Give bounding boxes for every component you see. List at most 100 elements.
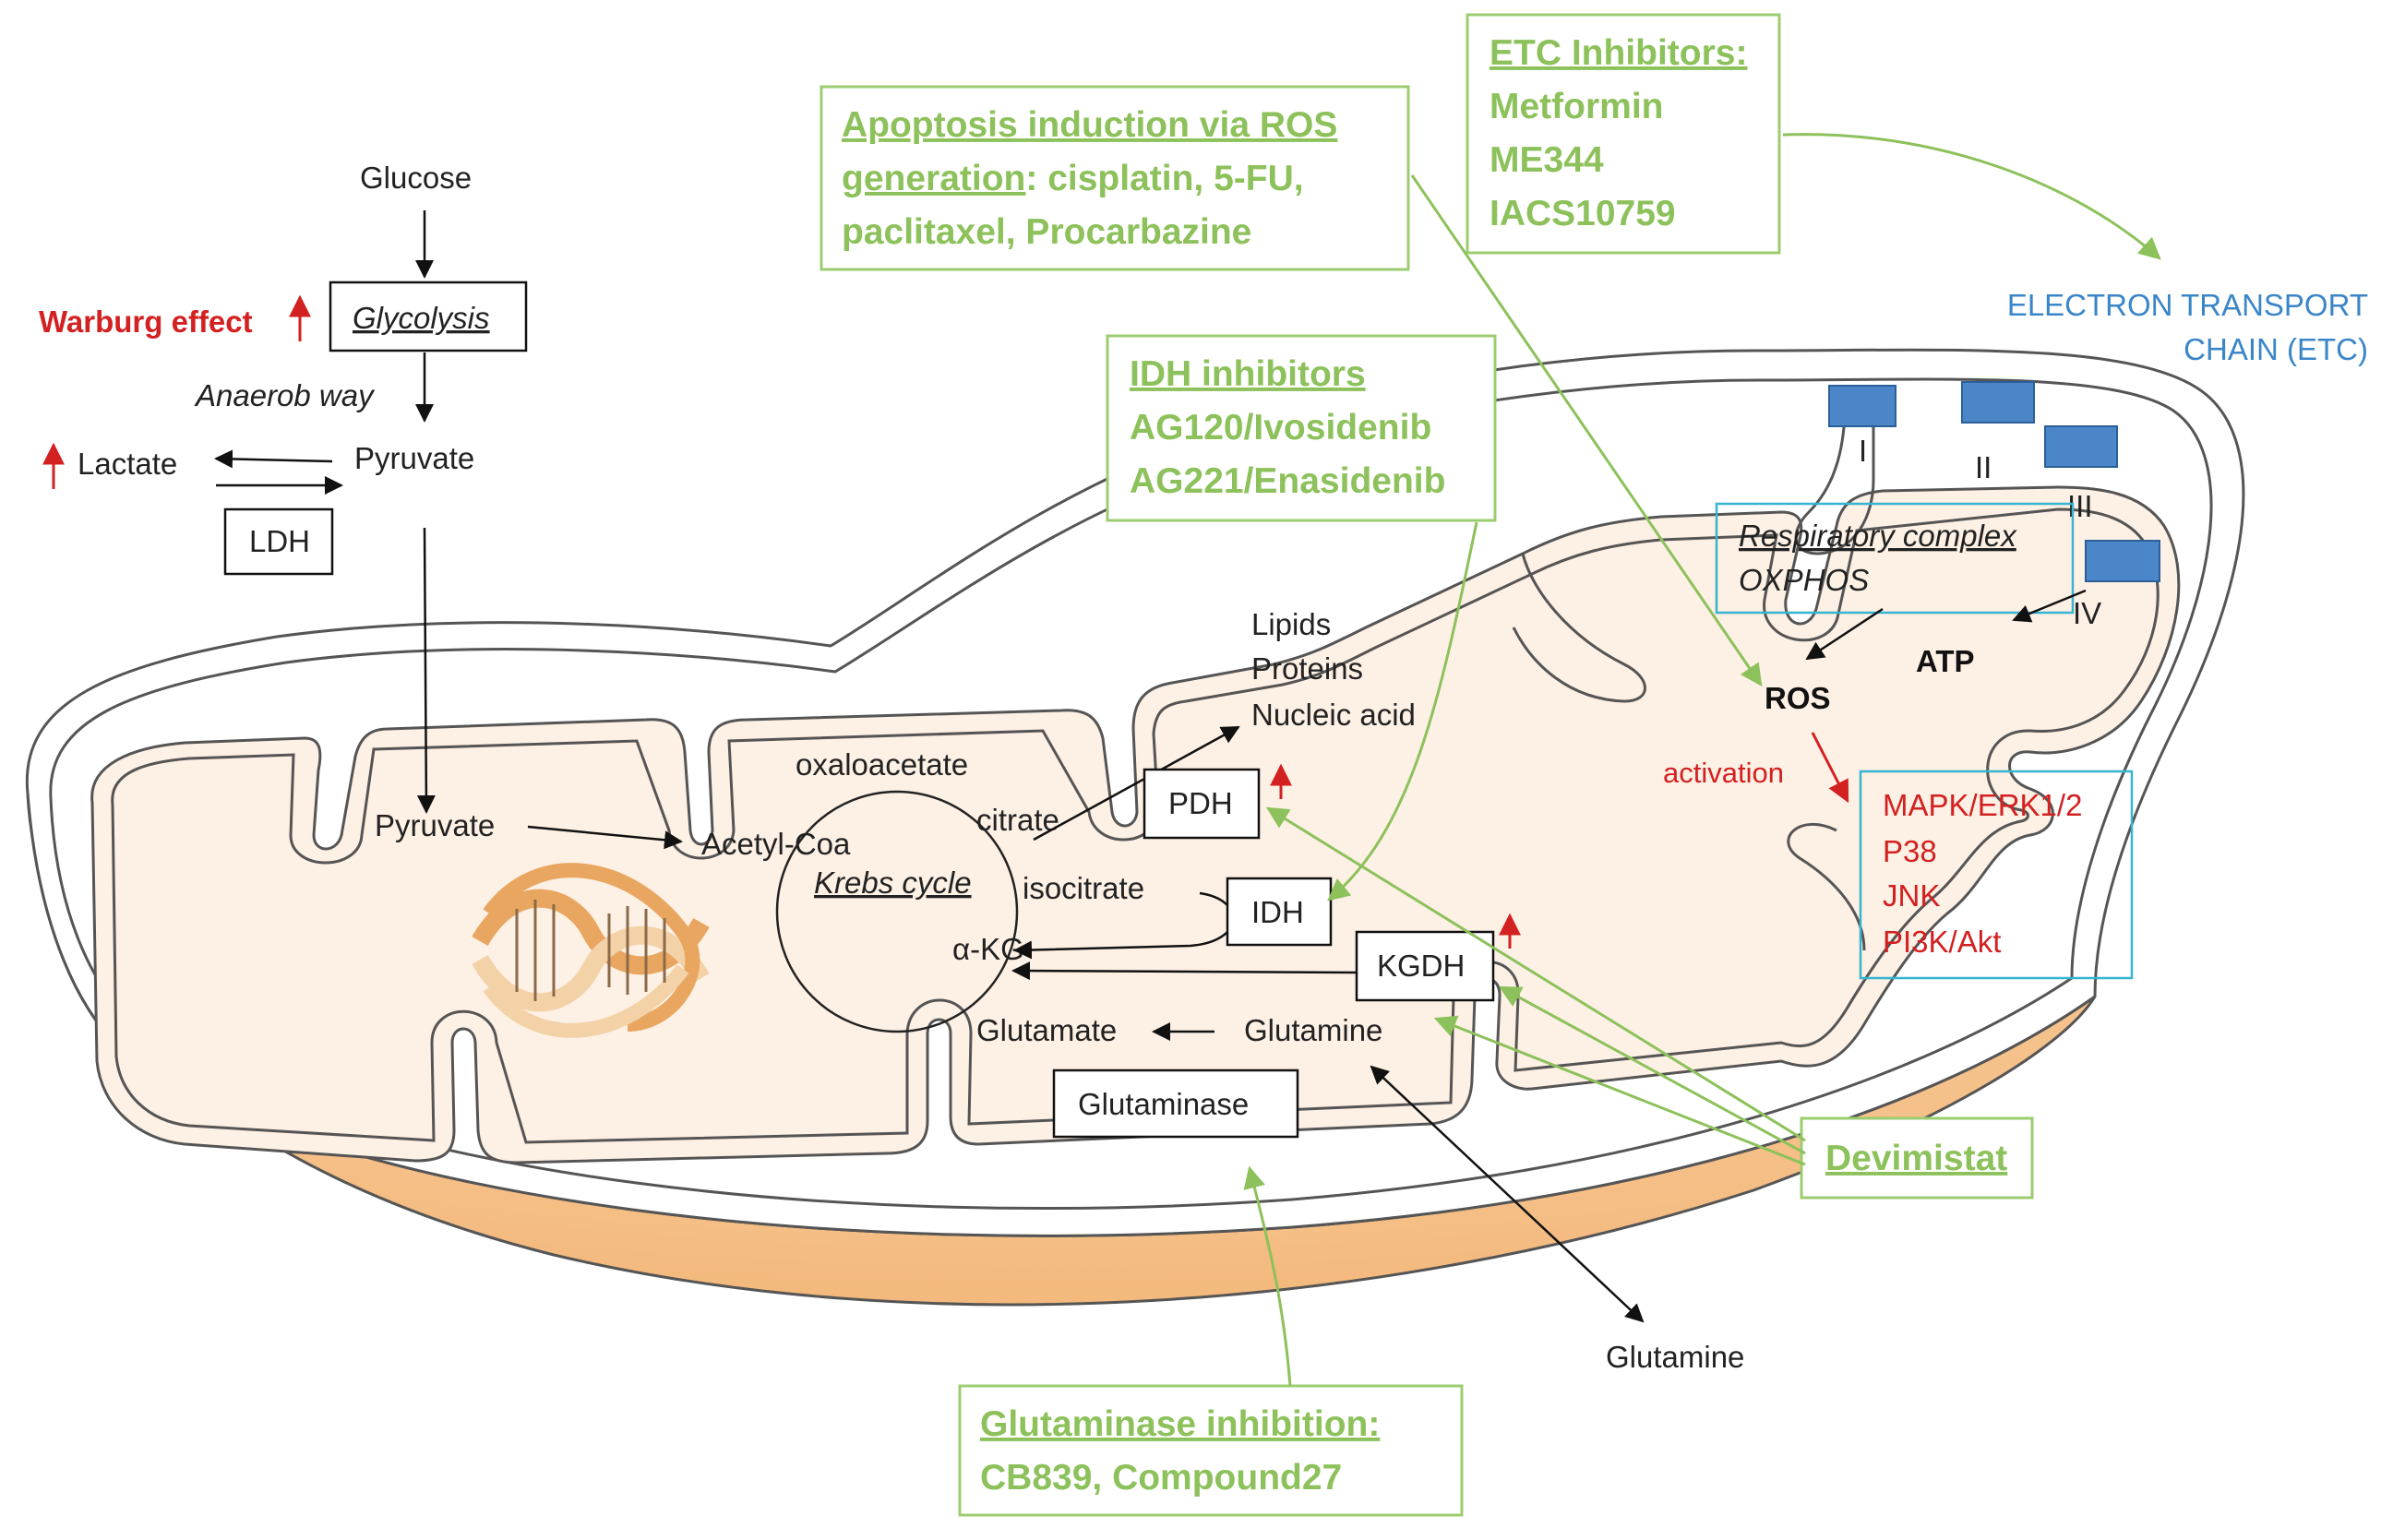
complex-ii-label: II — [1975, 450, 1992, 484]
pathway-jnk: JNK — [1883, 878, 1940, 913]
acetyl-coa-label: Acetyl-Coa — [701, 827, 851, 861]
pyruvate-to-lactate-arrow — [214, 449, 333, 469]
inner-membrane-matrix — [90, 485, 2181, 1164]
idh-label: IDH — [1251, 895, 1304, 929]
idh-box — [1226, 877, 1333, 947]
krebs-cycle-circle — [775, 790, 1019, 1033]
metformin-label: Metformin — [1490, 87, 1664, 126]
etc-region: ELECTRON TRANSPORT CHAIN (ETC) Respirato… — [1663, 288, 2368, 980]
idh-inhibitors-box — [1106, 334, 1497, 522]
oxphos-to-ros-arrow — [1805, 607, 1884, 661]
glutaminase-inhibition-drugs: CB839, Compound27 — [980, 1458, 1342, 1498]
glucose-label: Glucose — [360, 161, 472, 195]
pdh-box — [1143, 768, 1261, 840]
kgdh-to-akg-arrow — [1011, 961, 1358, 981]
idh-inhibitors-arrow — [1327, 521, 1478, 901]
devimistat-to-pdh-arrow — [1265, 806, 1806, 1142]
me344-label: ME344 — [1490, 140, 1604, 180]
glutaminase-box — [1052, 1068, 1299, 1139]
etc-title-line2: CHAIN (ETC) — [2184, 332, 2368, 366]
complex-i-block — [1828, 385, 1896, 427]
apoptosis-line3: paclitaxel, Procarbazine — [842, 212, 1251, 252]
crista-upper-right — [1794, 387, 1875, 555]
ag120-label: AG120/Ivosidenib — [1130, 408, 1431, 448]
citrate-to-lipids-arrow — [1033, 725, 1240, 842]
pdh-label: PDH — [1168, 786, 1233, 820]
glutaminase-inhibition-arrow — [1243, 1165, 1292, 1387]
atp-label: ATP — [1916, 644, 1975, 678]
glutamine-transport-arrow — [1370, 1065, 1645, 1323]
respiratory-complex-box — [1715, 502, 2075, 615]
devimistat-to-kgdh-arrow — [1498, 985, 1806, 1155]
glycolysis-box — [329, 281, 528, 352]
etc-complexes: I II III IV — [1828, 381, 2160, 630]
ldh-label: LDH — [249, 524, 310, 558]
complex-iii-block — [2044, 425, 2118, 468]
pathway-mapk: MAPK/ERK1/2 — [1883, 788, 2082, 822]
etc-title-line1: ELECTRON TRANSPORT — [2007, 288, 2368, 322]
glycolysis-label: Glycolysis — [353, 301, 490, 335]
glutamine-inner-label: Glutamine — [1244, 1013, 1382, 1047]
complex-ii-block — [1961, 381, 2035, 424]
etc-inhibitors-box — [1466, 13, 1781, 255]
oxaloacetate-label: oxaloacetate — [796, 747, 968, 782]
activation-arrow — [1811, 732, 1849, 804]
pyruvate-outer-label: Pyruvate — [354, 441, 474, 475]
ros-label: ROS — [1765, 681, 1831, 715]
activation-label: activation — [1663, 757, 1784, 789]
glutamate-label: Glutamate — [976, 1013, 1117, 1047]
idh-inhibitors-title: IDH inhibitors — [1130, 354, 1366, 394]
devimistat-box — [1800, 1116, 2034, 1200]
pathways-box — [1859, 770, 2134, 980]
anaerob-label: Anaerob way — [194, 378, 376, 412]
apoptosis-drugs-1: : cisplatin, 5-FU, — [1025, 159, 1303, 198]
mitochondrion — [25, 348, 2245, 1307]
warburg-label: Warburg effect — [39, 304, 253, 339]
lactate-label: Lactate — [78, 447, 177, 481]
glutaminase-inhibition-box — [958, 1384, 1464, 1517]
apoptosis-line2: generation: cisplatin, 5-FU, — [842, 159, 1304, 198]
glutamine-outer-label: Glutamine — [1606, 1340, 1744, 1374]
glutaminase-label: Glutaminase — [1078, 1087, 1249, 1121]
crista-low-right — [1787, 822, 1866, 951]
complex-iv-block — [2085, 540, 2160, 582]
akg-label: α-KG — [952, 932, 1024, 966]
pyruvate-to-acetyl-arrow — [527, 825, 683, 850]
apoptosis-generation: generation — [842, 159, 1025, 198]
devimistat-to-glutamine-arrow — [1433, 1015, 1806, 1166]
apoptosis-arrow — [1410, 174, 1763, 686]
drug-annotations: ETC Inhibitors: Metformin ME344 IACS1075… — [820, 13, 2161, 1517]
outer-membrane-inner — [49, 377, 2213, 1210]
respiratory-complex-label: Respiratory complex — [1739, 519, 2017, 553]
pathway-p38: P38 — [1883, 834, 1937, 868]
complex-to-atp-arrow — [2012, 589, 2087, 623]
oxphos-label: OXPHOS — [1739, 563, 1869, 597]
kgdh-box — [1355, 930, 1495, 1002]
etc-inhibitors-title: ETC Inhibitors: — [1490, 33, 1747, 73]
matrix-pathways: Pyruvate Acetyl-Coa oxaloacetate citrate… — [375, 607, 1744, 1374]
pyruvate-inner-label: Pyruvate — [375, 808, 495, 842]
etc-inhibitors-arrow — [1782, 133, 2161, 260]
mitochondrial-dna-icon — [472, 863, 710, 1038]
kgdh-label: KGDH — [1377, 949, 1465, 983]
iacs-label: IACS10759 — [1490, 194, 1676, 233]
isocitrate-label: isocitrate — [1023, 871, 1144, 905]
complex-iv-label: IV — [2073, 596, 2101, 630]
complex-i-label: I — [1859, 434, 1867, 468]
glycolysis-pathway: Glucose Glycolysis Warburg effect Anaero… — [39, 161, 528, 814]
apoptosis-box — [820, 85, 1410, 271]
ag221-label: AG221/Enasidenib — [1130, 461, 1445, 501]
glutaminase-inhibition-title: Glutaminase inhibition: — [980, 1404, 1380, 1444]
crista-mid-right — [1512, 553, 1646, 703]
lipids-label: Lipids — [1251, 607, 1331, 641]
complex-iii-label: III — [2067, 489, 2093, 523]
nucleic-label: Nucleic acid — [1251, 698, 1416, 732]
proteins-label: Proteins — [1251, 651, 1363, 686]
citrate-label: citrate — [976, 803, 1059, 837]
pathway-pi3k: PI3K/Akt — [1883, 925, 2001, 959]
pyruvate-into-mito-arrow — [416, 527, 436, 814]
apoptosis-title: Apoptosis induction via ROS — [842, 105, 1337, 145]
ldh-box — [223, 507, 334, 576]
